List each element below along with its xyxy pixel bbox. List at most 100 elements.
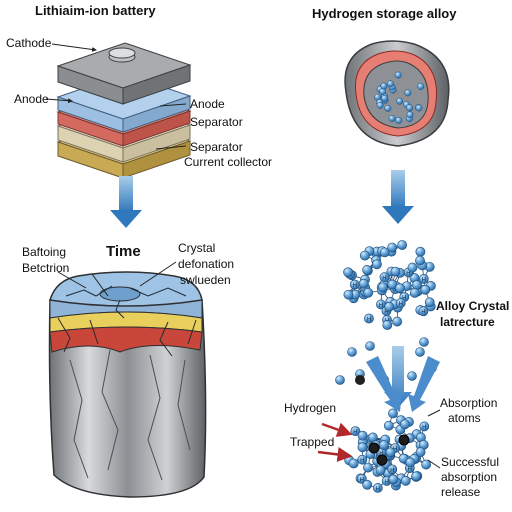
lattice-atom (420, 284, 431, 295)
down-arrow-right (382, 170, 414, 224)
lattice-atom (375, 465, 386, 476)
hydrogen-dot (380, 82, 388, 90)
separator-label-2: Separator (190, 140, 243, 154)
lattice-atom (379, 272, 390, 283)
lattice-atom (409, 288, 420, 298)
loose-h-atom (419, 337, 429, 347)
lattice-atom (384, 301, 395, 312)
h-atom-symbol: H (385, 479, 389, 485)
alloy-crystal-label-2: latrecture (440, 315, 495, 329)
h-atom-symbol: H (379, 303, 383, 309)
cathode-label: Cathode (6, 36, 52, 50)
h-atom-symbol: H (360, 458, 364, 464)
lattice-atom (383, 420, 394, 431)
trapped-atom (398, 434, 410, 446)
time-label: Time (106, 243, 141, 260)
lattice-atom (418, 306, 429, 317)
trapped-atom (368, 442, 380, 454)
loose-h-atom (335, 375, 345, 385)
lattice-atom (418, 274, 429, 284)
lattice-atom (357, 430, 368, 441)
trapped-arrows (317, 422, 353, 462)
dark-atom (355, 375, 365, 385)
degradation-label-1: Baftoing (22, 245, 67, 259)
trapped-atom (376, 454, 388, 466)
lattice-atom (363, 287, 374, 298)
lattice-atom (357, 442, 368, 453)
lattice-atom (372, 259, 382, 270)
lattice-atom (405, 457, 416, 468)
absorption-label-2: atoms (448, 411, 481, 425)
battery-title: Lithiaim-ion battery (35, 3, 156, 18)
h-atom-symbol: H (353, 283, 357, 289)
down-arrow-left (110, 176, 142, 228)
lattice-atom (411, 471, 422, 482)
separator-label-1: Separator (190, 115, 243, 129)
lattice-atom (379, 440, 389, 450)
h-atom-symbol: H (353, 430, 357, 436)
h-atom-symbol: H (422, 277, 426, 283)
lattice-atom (415, 447, 426, 457)
lattice-atom (415, 255, 425, 266)
hydrogen-dot (388, 114, 396, 122)
loose-h-atom (347, 347, 357, 357)
lattice-atom (359, 250, 370, 261)
h-atom-symbol: H (360, 477, 364, 483)
lattice-atom (378, 282, 388, 293)
lattice-atom (421, 459, 432, 470)
h-atom-symbol: H (393, 447, 397, 453)
degraded-battery-cell (48, 261, 207, 498)
lattice-atom (392, 316, 403, 327)
trapped-label: Trapped (290, 435, 335, 449)
h-atom-symbol: H (399, 302, 403, 308)
lattice-atom (362, 265, 372, 275)
hydrogen-dot (404, 89, 412, 97)
loose-h-atom (365, 341, 375, 351)
cathode-layer (56, 42, 192, 105)
lattice-atom (400, 419, 410, 430)
h-atom-symbol: H (367, 317, 371, 323)
lattice-atom (357, 454, 368, 465)
lattice-atom (343, 267, 353, 278)
hydrogen-dot (396, 97, 404, 105)
release-label-1: Successful (441, 455, 500, 469)
lattice-atom (388, 474, 399, 485)
lattice-atom (395, 283, 405, 294)
hydrogen-dot (395, 116, 403, 124)
hydrogen-dot (406, 104, 414, 112)
crystal-deformation-label-1: Crystal (178, 241, 216, 255)
h-atom-symbol: H (408, 467, 412, 473)
h-atom-symbol: H (379, 451, 383, 457)
alloy-flask (344, 40, 450, 147)
hydrogen-dot (406, 111, 414, 119)
absorption-arrows (366, 346, 440, 412)
hydrogen-label: Hydrogen (284, 401, 337, 415)
anode-right-label: Anode (190, 97, 225, 111)
lattice-atom (397, 240, 408, 250)
lattice-atom (362, 479, 373, 490)
lattice-atom (390, 266, 401, 277)
h-atom-symbol: H (390, 468, 394, 474)
hydrogen-dot (387, 80, 394, 88)
h-atom-symbol: H (421, 310, 425, 316)
alloy-crystal-label-1: Alloy Crystal (436, 299, 510, 313)
hydrogen-dot (379, 88, 387, 96)
hydrogen-dot (381, 94, 389, 102)
lattice-atom (372, 483, 383, 493)
lattice-atom (407, 262, 418, 273)
h-atom-symbol: H (382, 276, 386, 282)
lattice-atom (424, 297, 435, 308)
loose-h-atom (415, 347, 425, 357)
anode-left-label: Anode (14, 92, 49, 106)
release-label-3: release (441, 485, 481, 499)
lattice-atom (387, 464, 398, 475)
lattice-atom (363, 462, 373, 473)
lattice-atom (400, 475, 411, 486)
label-pointers-right (427, 409, 441, 469)
lattice-atom (388, 408, 398, 419)
release-label-2: absorption (441, 470, 498, 484)
h-atom-symbol: H (376, 486, 380, 492)
